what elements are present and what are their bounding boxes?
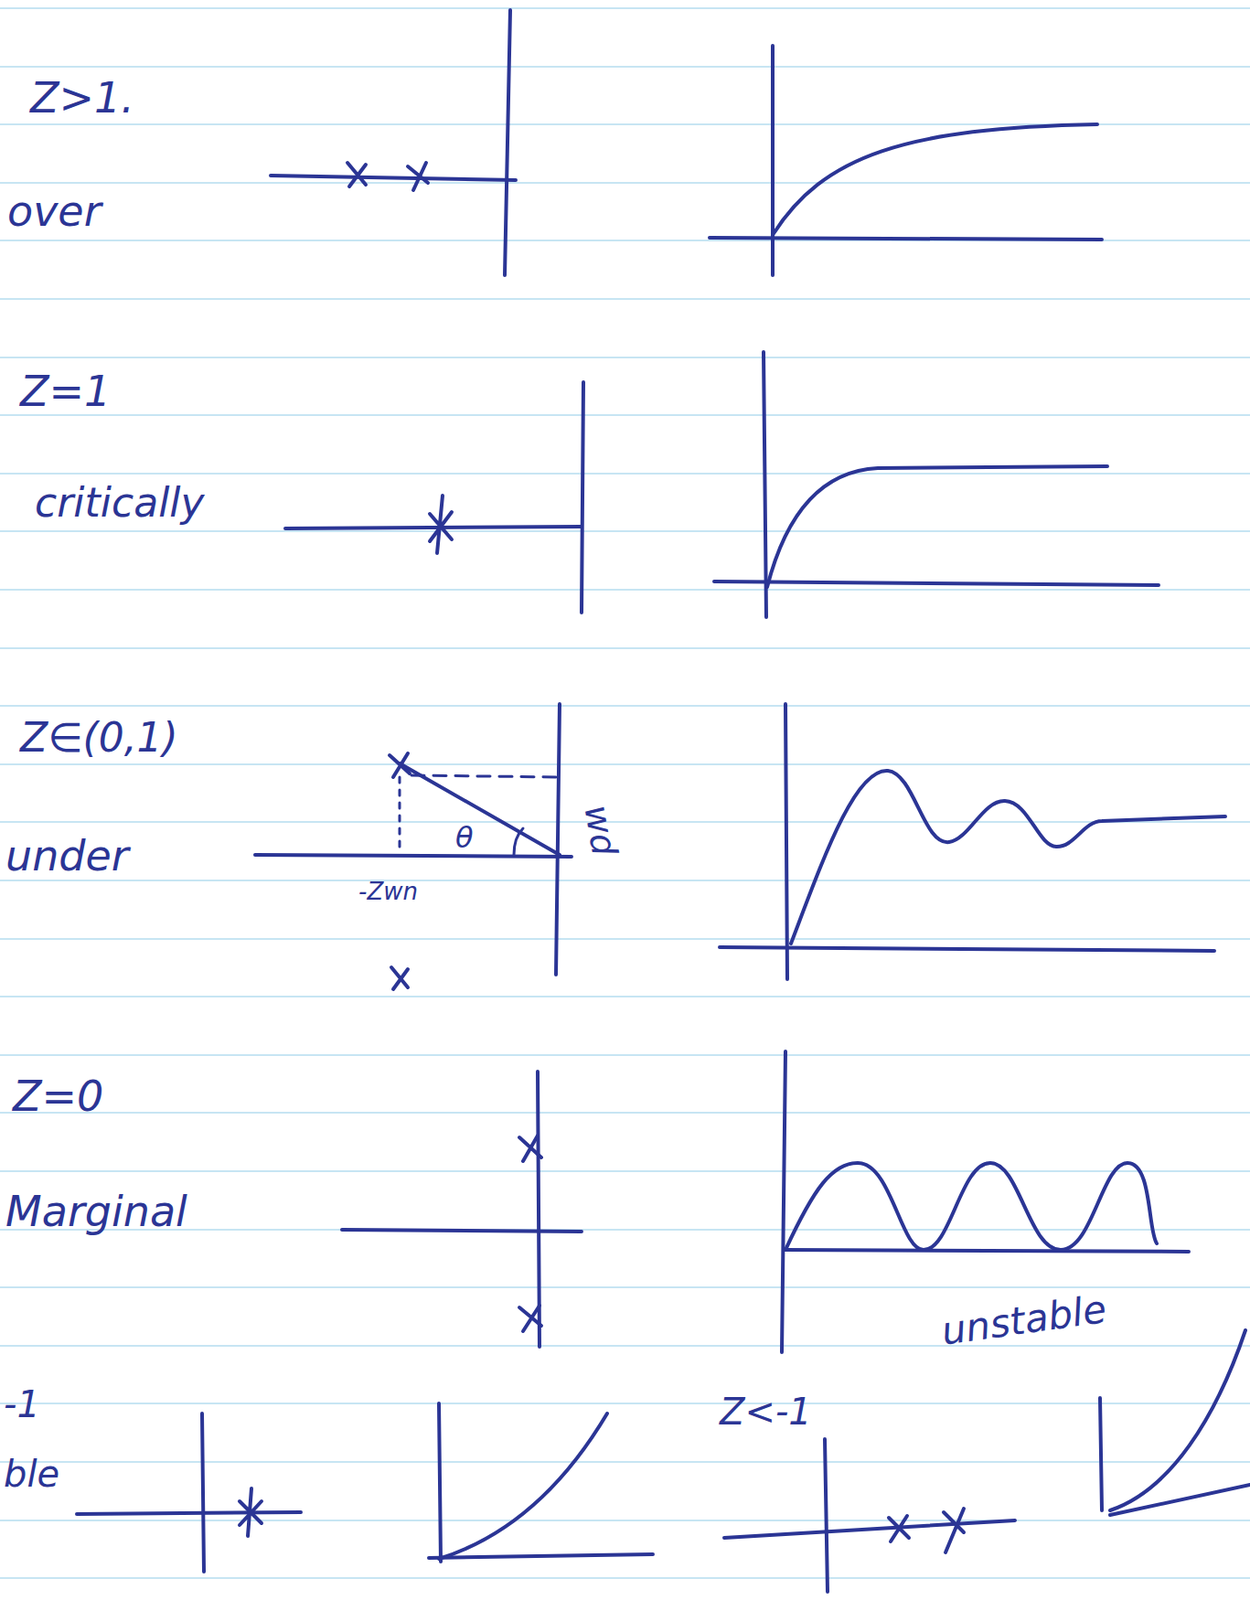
step-response	[714, 352, 1159, 618]
step-response	[709, 45, 1102, 276]
pole-plot	[341, 1071, 582, 1347]
handwritten-label: under	[5, 834, 129, 877]
step-response	[781, 1051, 1189, 1353]
handwritten-label: Z<-1	[719, 1393, 812, 1431]
handwritten-label: unstable	[939, 1290, 1110, 1352]
pole-plot	[270, 10, 516, 276]
step-response	[1100, 1330, 1250, 1516]
handwritten-label: Z=0	[12, 1075, 104, 1118]
pole-plot	[76, 1413, 301, 1572]
handwritten-label: Marginal	[5, 1190, 188, 1233]
handwritten-label: over	[7, 190, 102, 233]
handwritten-label: wd	[578, 802, 622, 859]
handwritten-label: Z∈(0,1)	[20, 717, 179, 759]
handwritten-label: Z=1	[20, 370, 111, 413]
handwritten-label: ble	[3, 1455, 60, 1493]
ruled-lines	[0, 8, 1250, 1579]
pole-plot	[255, 704, 572, 990]
pole-plot	[285, 382, 584, 613]
handwritten-label: critically	[34, 482, 205, 524]
handwritten-label: -1	[3, 1386, 41, 1423]
step-response	[428, 1403, 653, 1562]
handwritten-label: Z>1.	[30, 76, 135, 119]
pole-plot	[724, 1439, 1015, 1592]
step-response	[719, 704, 1226, 980]
handwritten-label: -Zwn	[358, 879, 418, 904]
handwritten-label: θ	[455, 822, 474, 853]
